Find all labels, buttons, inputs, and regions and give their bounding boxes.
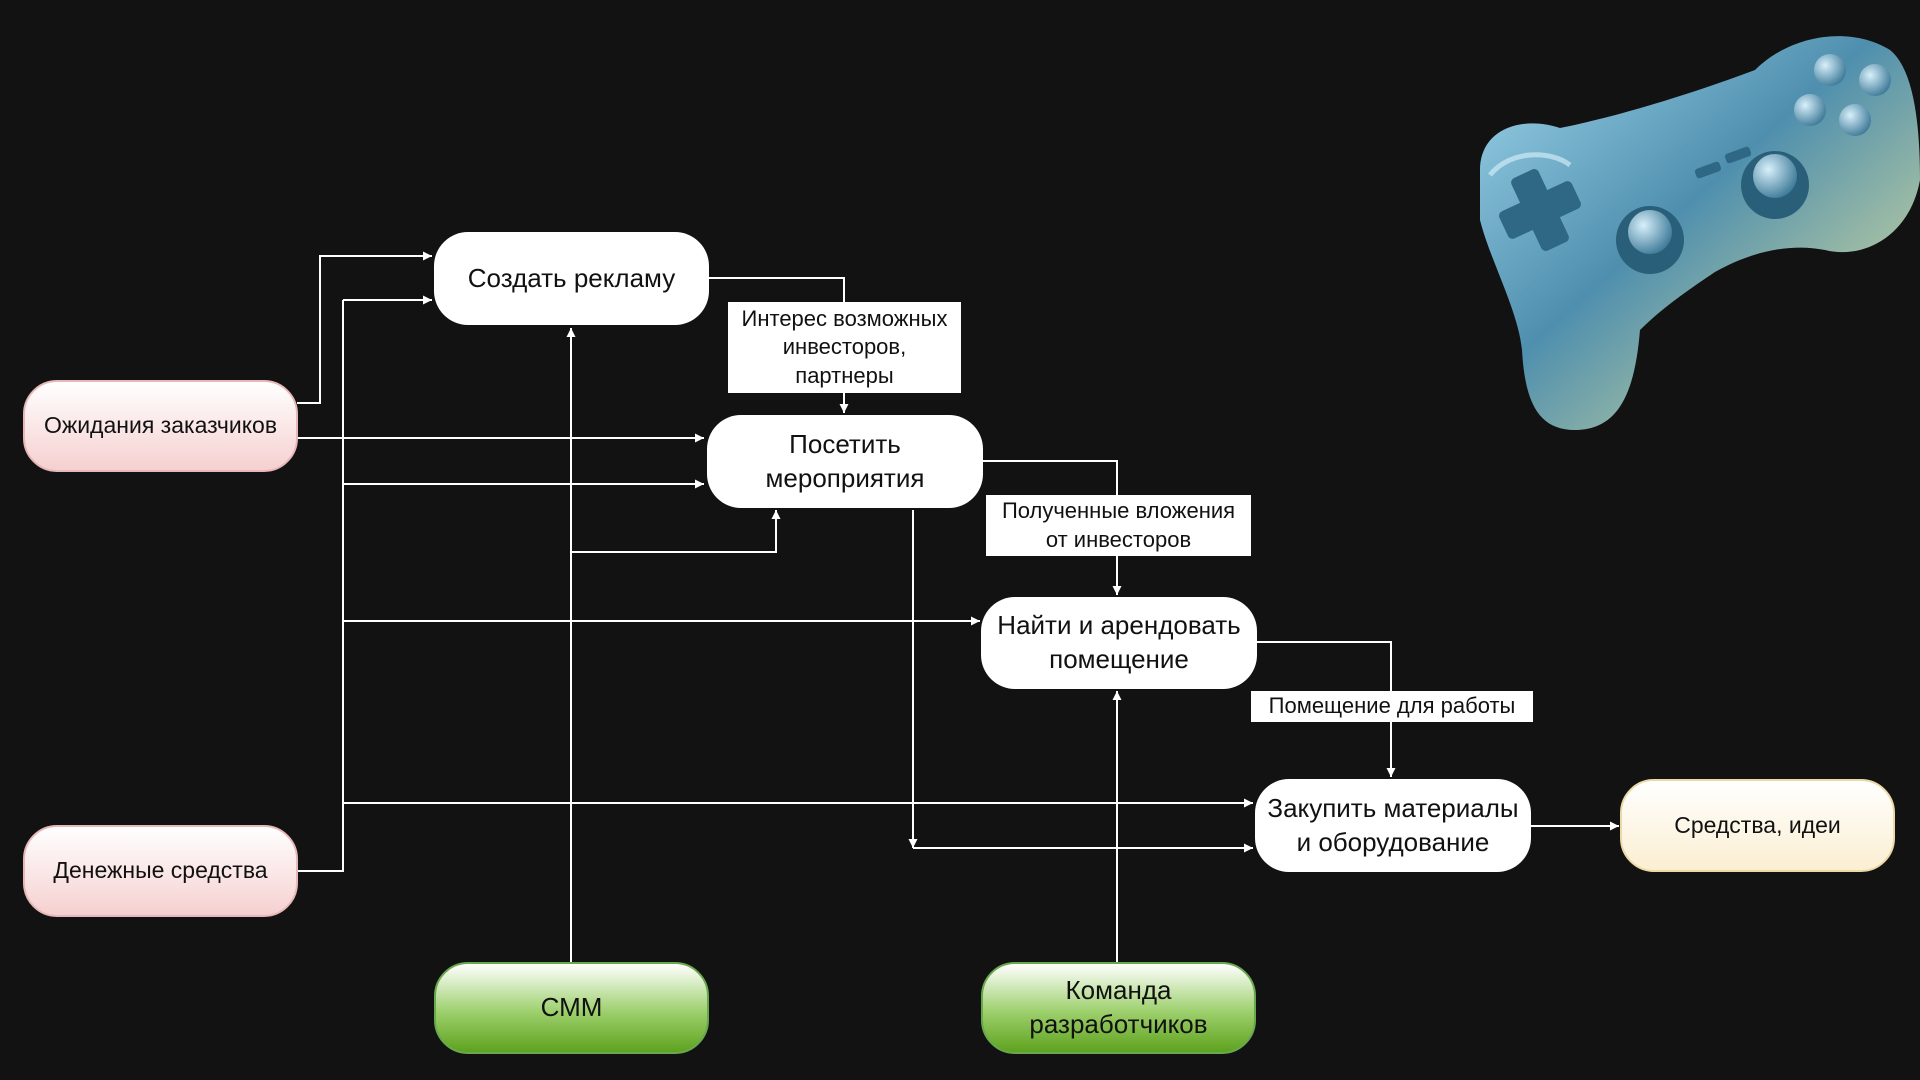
node-buy-materials[interactable]: Закупить материалы и оборудование xyxy=(1255,779,1531,872)
node-customer-expectations[interactable]: Ожидания заказчиков xyxy=(23,380,298,472)
node-find-rent[interactable]: Найти и арендовать помещение xyxy=(981,597,1257,689)
edge-label-investments-received: Полученные вложения от инвесторов xyxy=(986,495,1251,556)
arrow-money-trunk xyxy=(297,300,344,872)
edge-label-investors-interest: Интерес возможных инвесторов, партнеры xyxy=(728,302,961,393)
node-money[interactable]: Денежные средства xyxy=(23,825,298,917)
node-output[interactable]: Средства, идеи xyxy=(1620,779,1895,872)
arrow-smm-to-visit-events xyxy=(571,510,781,553)
node-create-ad[interactable]: Создать рекламу xyxy=(434,232,709,325)
node-dev-team[interactable]: Команда разработчиков xyxy=(981,962,1256,1054)
gamepad-icon xyxy=(1480,36,1920,430)
arrow-find-rent-to-buy-materials xyxy=(1257,641,1396,777)
arrow-expectations-to-create-ad xyxy=(297,251,432,404)
edge-label-work-premises: Помещение для работы xyxy=(1251,691,1533,722)
node-visit-events[interactable]: Посетить мероприятия xyxy=(707,415,983,508)
node-smm[interactable]: СММ xyxy=(434,962,709,1054)
